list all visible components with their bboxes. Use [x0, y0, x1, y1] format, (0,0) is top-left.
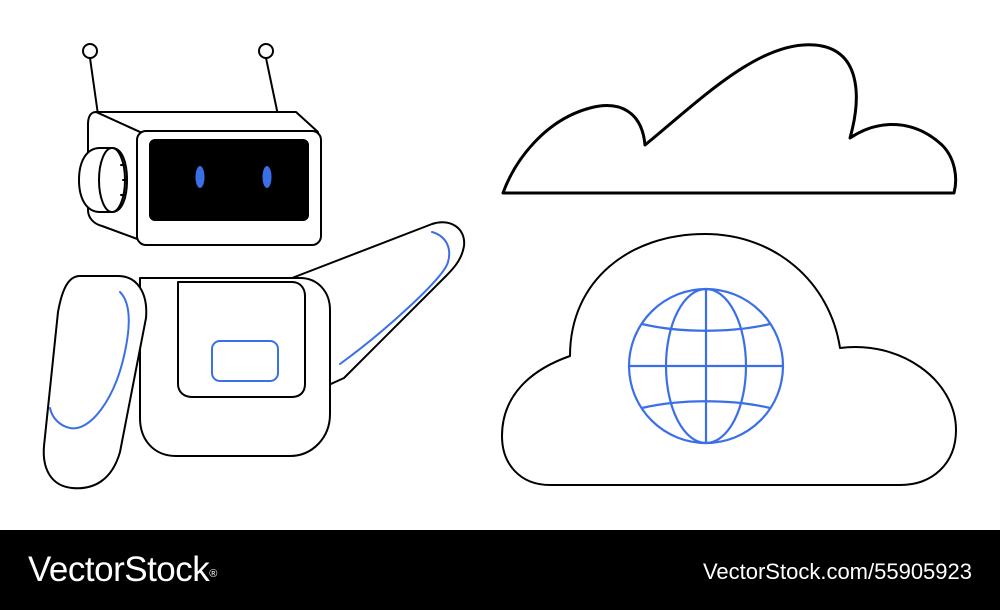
globe-cloud-icon: [501, 233, 957, 486]
robot-eye-right: [262, 166, 272, 188]
watermark-footer: VectorStock® VectorStock.com/55905923: [0, 530, 1000, 610]
illustration-canvas: [42, 43, 958, 490]
robot-eye-left: [195, 166, 205, 188]
cloud-icon: [501, 43, 958, 195]
robot-screen: [149, 139, 309, 221]
robot-icon: [42, 43, 466, 490]
globe-cloud-outline: [501, 233, 957, 486]
vectorstock-logo: VectorStock®: [28, 550, 217, 590]
robot-arm-left: [42, 275, 148, 490]
registered-mark: ®: [209, 568, 217, 580]
illustration-svg: [42, 43, 958, 490]
robot-ear: [78, 147, 128, 213]
image-id-text: VectorStock.com/55905923: [702, 559, 972, 584]
globe-icon: [627, 287, 785, 445]
robot-chest-button: [211, 340, 279, 382]
brand-name: VectorStock: [28, 550, 210, 589]
robot-arm-right: [291, 221, 466, 399]
